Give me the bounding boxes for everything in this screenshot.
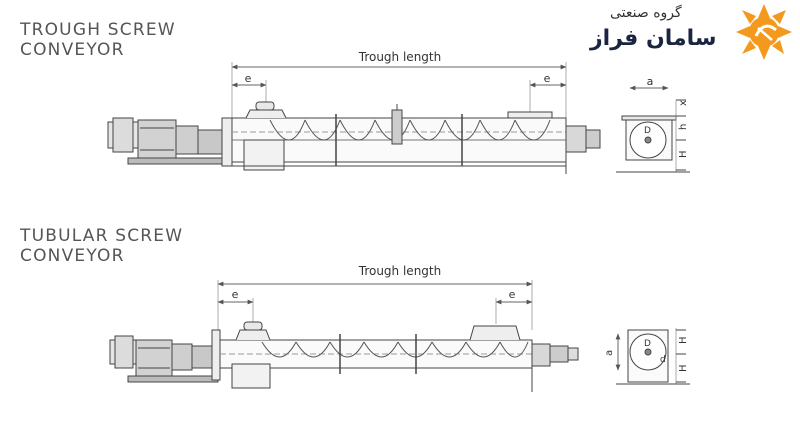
tubular-e-right-label: e [509, 288, 516, 301]
tubular-cross-section [615, 328, 690, 385]
tubular-e-left-label: e [232, 288, 239, 301]
trough-dim-x: x [678, 100, 689, 106]
tubular-dim-d: d [660, 355, 666, 365]
trough-conveyor-title: TROUGH SCREW CONVEYOR [20, 20, 176, 60]
tubular-title-line1: TUBULAR SCREW [20, 226, 184, 246]
trough-e-right-label: e [544, 72, 551, 85]
trough-cross-section [616, 85, 690, 173]
logo-brand-name: سامان فراز [590, 26, 717, 51]
trough-conveyor-side-view [107, 62, 601, 174]
trough-length-label: Trough length [358, 50, 441, 64]
sun-gear-icon [736, 4, 792, 60]
trough-dim-a: a [647, 75, 654, 88]
tubular-dim-D: D [644, 339, 651, 349]
trough-e-left-label: e [245, 72, 252, 85]
tubular-dim-a: a [604, 350, 615, 356]
tubular-conveyor-title: TUBULAR SCREW CONVEYOR [20, 226, 183, 266]
logo-tagline: گروه صنعتی [610, 5, 682, 21]
trough-title-line2: CONVEYOR [20, 40, 125, 60]
tubular-title-line2: CONVEYOR [20, 246, 125, 266]
trough-dim-h: h [678, 124, 689, 130]
tubular-dim-H-bottom: H [678, 364, 689, 372]
tubular-conveyor-side-view [109, 280, 579, 392]
tubular-dim-H-top: H [678, 336, 689, 344]
trough-dim-D: D [644, 126, 651, 136]
tubular-length-label: Trough length [358, 264, 441, 278]
trough-title-line1: TROUGH SCREW [20, 20, 176, 40]
company-logo: گروه صنعتی سامان فراز [586, 0, 796, 62]
trough-dim-H: H [678, 150, 689, 158]
